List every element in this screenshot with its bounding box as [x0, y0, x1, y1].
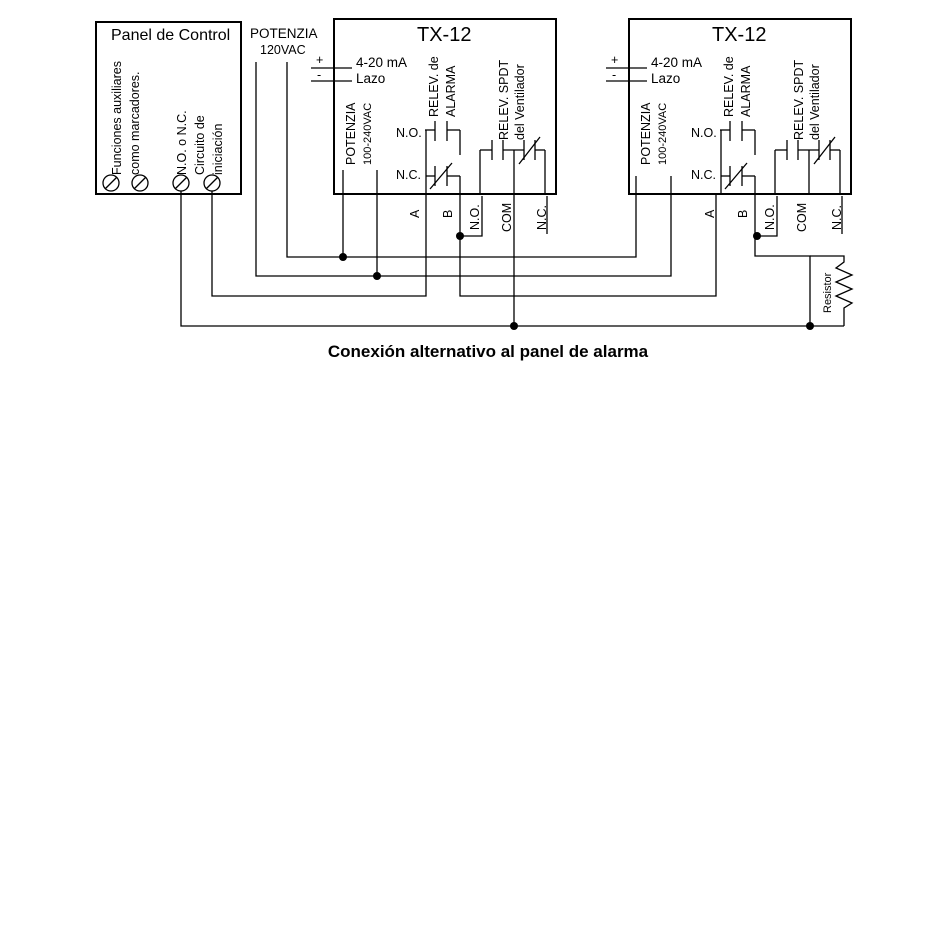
junction-dot	[510, 322, 518, 330]
loop-current-label: 4-20 mA	[651, 55, 702, 70]
loop-minus-sign: -	[612, 68, 616, 82]
screw-terminal-icon	[131, 174, 149, 192]
screw-terminal-icon	[172, 174, 190, 192]
power-label: POTENZIA	[639, 102, 653, 165]
tx12-title: TX-12	[417, 24, 471, 46]
tx12-unit-2: TX-12 + - 4-20 mA Lazo POTENZIA 100-240V…	[606, 18, 852, 234]
tx12-title: TX-12	[712, 24, 766, 46]
aux-functions-line1: Funciones auxiliares	[110, 61, 124, 175]
contact-no-label: N.O.	[691, 126, 717, 140]
terminal-a-label: A	[703, 209, 717, 218]
initiation-circuit-line3: iniciación	[211, 124, 225, 175]
fan-relay-spdt-symbol	[479, 136, 546, 194]
terminal-b-label: B	[736, 210, 750, 218]
tx12-unit-1: TX-12 + - 4-20 mA Lazo POTENZIA 100-240V…	[311, 18, 557, 234]
alarm-relay-label-2: ALARMA	[444, 65, 458, 117]
alarm-relay-label-1: RELEV. de	[427, 56, 441, 117]
aux-functions-line2: como marcadores.	[128, 71, 142, 175]
initiation-circuit-line1: N.O. o N.C.	[175, 110, 189, 175]
loop-current-label: 4-20 mA	[356, 55, 407, 70]
terminal-com-label: COM	[500, 203, 514, 232]
fan-relay-label-1: RELEV. SPDT	[792, 60, 806, 140]
junction-dot	[339, 253, 347, 261]
initiation-wire	[211, 191, 427, 297]
junction-dot	[753, 232, 761, 240]
contact-nc-label: N.C.	[396, 168, 421, 182]
loop-plus-sign: +	[316, 53, 323, 67]
power-range: 100-240VAC	[657, 103, 669, 165]
resistor-symbol	[810, 255, 854, 326]
tx12-box	[333, 18, 557, 195]
alarm-chain-wire	[459, 194, 717, 297]
junction-dot	[373, 272, 381, 280]
power-label: POTENZIA	[344, 102, 358, 165]
fan-relay-spdt-symbol	[774, 136, 841, 194]
fan-relay-label-2: del Ventilador	[513, 64, 527, 140]
loop-label: Lazo	[651, 71, 680, 86]
power-range: 100-240VAC	[362, 103, 374, 165]
unit2-b-wire	[754, 194, 811, 326]
initiation-circuit-line2: Circuito de	[193, 115, 207, 175]
wiring: Resistor	[180, 62, 854, 330]
relay-contact-nc-symbol	[425, 130, 461, 194]
loop-label: Lazo	[356, 71, 385, 86]
terminal-b-label: B	[441, 210, 455, 218]
contact-nc-label: N.C.	[691, 168, 716, 182]
unit1-no-jumper	[460, 234, 483, 237]
return-bus-wire	[180, 191, 844, 327]
unit2-no-jumper	[755, 234, 778, 237]
supply-wire-line	[286, 62, 637, 258]
tx12-box	[628, 18, 852, 195]
control-panel: Panel de Control Funciones auxiliares co…	[95, 21, 242, 195]
supply-voltage: 120VAC	[260, 43, 306, 57]
diagram-caption: Conexión alternativo al panel de alarma	[328, 342, 649, 361]
alarm-relay-label-1: RELEV. de	[722, 56, 736, 117]
terminal-nc-label: N.C.	[830, 205, 844, 230]
relay-contact-no-symbol	[720, 121, 756, 155]
terminal-no-label: N.O.	[468, 204, 482, 230]
screw-terminal-icon	[203, 174, 221, 192]
junction-dot	[806, 322, 814, 330]
relay-contact-nc-symbol	[720, 130, 756, 194]
supply-wire-neutral	[255, 62, 672, 277]
terminal-nc-label: N.C.	[535, 205, 549, 230]
loop-plus-sign: +	[611, 53, 618, 67]
screw-terminal-icon	[102, 174, 120, 192]
contact-no-label: N.O.	[396, 126, 422, 140]
terminal-no-label: N.O.	[763, 204, 777, 230]
resistor-label: Resistor	[822, 272, 834, 313]
fan-relay-label-2: del Ventilador	[808, 64, 822, 140]
relay-contact-no-symbol	[425, 121, 461, 155]
fan-relay-label-1: RELEV. SPDT	[497, 60, 511, 140]
terminal-a-label: A	[408, 209, 422, 218]
control-panel-title: Panel de Control	[111, 27, 230, 44]
junction-dot	[456, 232, 464, 240]
loop-minus-sign: -	[317, 68, 321, 82]
alarm-relay-label-2: ALARMA	[739, 65, 753, 117]
terminal-com-label: COM	[795, 203, 809, 232]
supply-label: POTENZIA	[250, 26, 318, 41]
control-panel-box	[95, 21, 242, 195]
